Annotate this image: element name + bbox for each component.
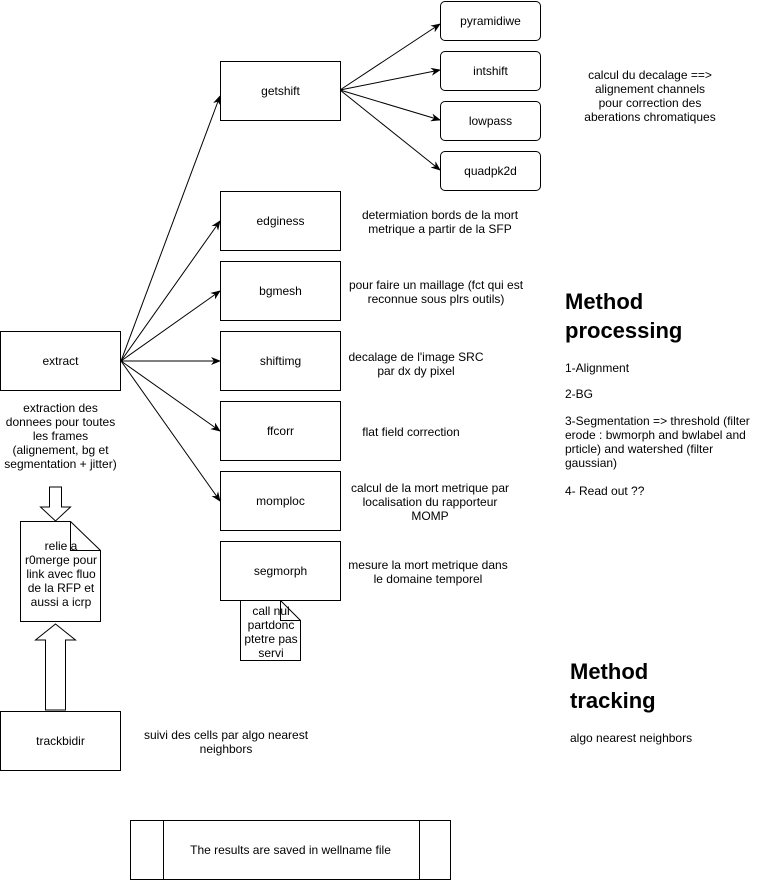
note-relie-shape <box>20 521 101 622</box>
edge-extract-ffcorr <box>120 360 221 432</box>
results-box-right-bar <box>419 821 420 879</box>
node-intshift[interactable]: intshift <box>440 51 541 91</box>
shiftimg-description: decalage de l'image SRC par dx dy pixel <box>348 350 484 378</box>
block-arrow-up-shape <box>34 623 77 711</box>
edge-getshift-intshift <box>339 67 441 91</box>
trackbidir-description: suivi des cells par algo nearest neighbo… <box>143 728 309 756</box>
edge-extract-getshift <box>120 95 221 362</box>
node-edginess[interactable]: edginess <box>220 191 341 251</box>
edge-getshift-pyramidiwe <box>339 23 441 91</box>
method-tracking-item: algo nearest neighbors <box>570 731 693 745</box>
node-momploc[interactable]: momploc <box>220 471 341 531</box>
node-trackbidir[interactable]: trackbidir <box>0 711 121 771</box>
node-segmorph[interactable]: segmorph <box>220 541 341 601</box>
node-shiftimg[interactable]: shiftimg <box>220 331 341 391</box>
method-processing-item3: 3-Segmentation => threshold (filter erod… <box>565 414 750 470</box>
results-box-left-bar <box>163 821 164 879</box>
node-bgmesh[interactable]: bgmesh <box>220 261 341 321</box>
method-processing-item4: 4- Read out ?? <box>565 484 645 498</box>
momploc-description: calcul de la mort metrique par localisat… <box>350 481 510 523</box>
node-pyramidiwe[interactable]: pyramidiwe <box>440 1 541 41</box>
edge-extract-momploc <box>120 360 221 502</box>
extract-description: extraction des donnees pour toutes les f… <box>4 401 117 471</box>
results-box: The results are saved in wellname file <box>130 820 451 880</box>
node-getshift[interactable]: getshift <box>220 61 341 121</box>
results-text: The results are saved in wellname file <box>190 843 391 857</box>
edginess-description: determiation bords de la mort metrique a… <box>361 208 519 236</box>
note-relie: relie a r0merge pour link avec fluo de l… <box>24 539 98 609</box>
edge-getshift-lowpass <box>339 89 441 122</box>
getshift-description: calcul du decalage ==> alignement channe… <box>584 68 716 124</box>
method-processing-item1: 1-Alignment <box>565 361 630 375</box>
ffcorr-description: flat field correction <box>362 425 460 439</box>
method-processing-item2: 2-BG <box>565 387 594 401</box>
bgmesh-description: pour faire un maillage (fct qui est reco… <box>348 278 524 306</box>
node-extract[interactable]: extract <box>0 331 121 391</box>
node-ffcorr[interactable]: ffcorr <box>220 401 341 461</box>
block-arrow-down <box>39 486 72 522</box>
node-quadpk2d[interactable]: quadpk2d <box>440 151 541 191</box>
method-tracking-title: Method tracking <box>570 659 656 713</box>
note-segmorph: call nul partdonc ptetre pas servi <box>244 604 298 660</box>
edge-getshift-quadpk2d <box>339 89 441 171</box>
edge-extract-bgmesh <box>120 290 221 362</box>
method-processing-title: Method processing <box>565 289 683 343</box>
segmorph-description: mesure la mort metrique dans le domaine … <box>348 558 508 586</box>
edge-extract-edginess <box>120 220 221 362</box>
node-lowpass[interactable]: lowpass <box>440 101 541 141</box>
